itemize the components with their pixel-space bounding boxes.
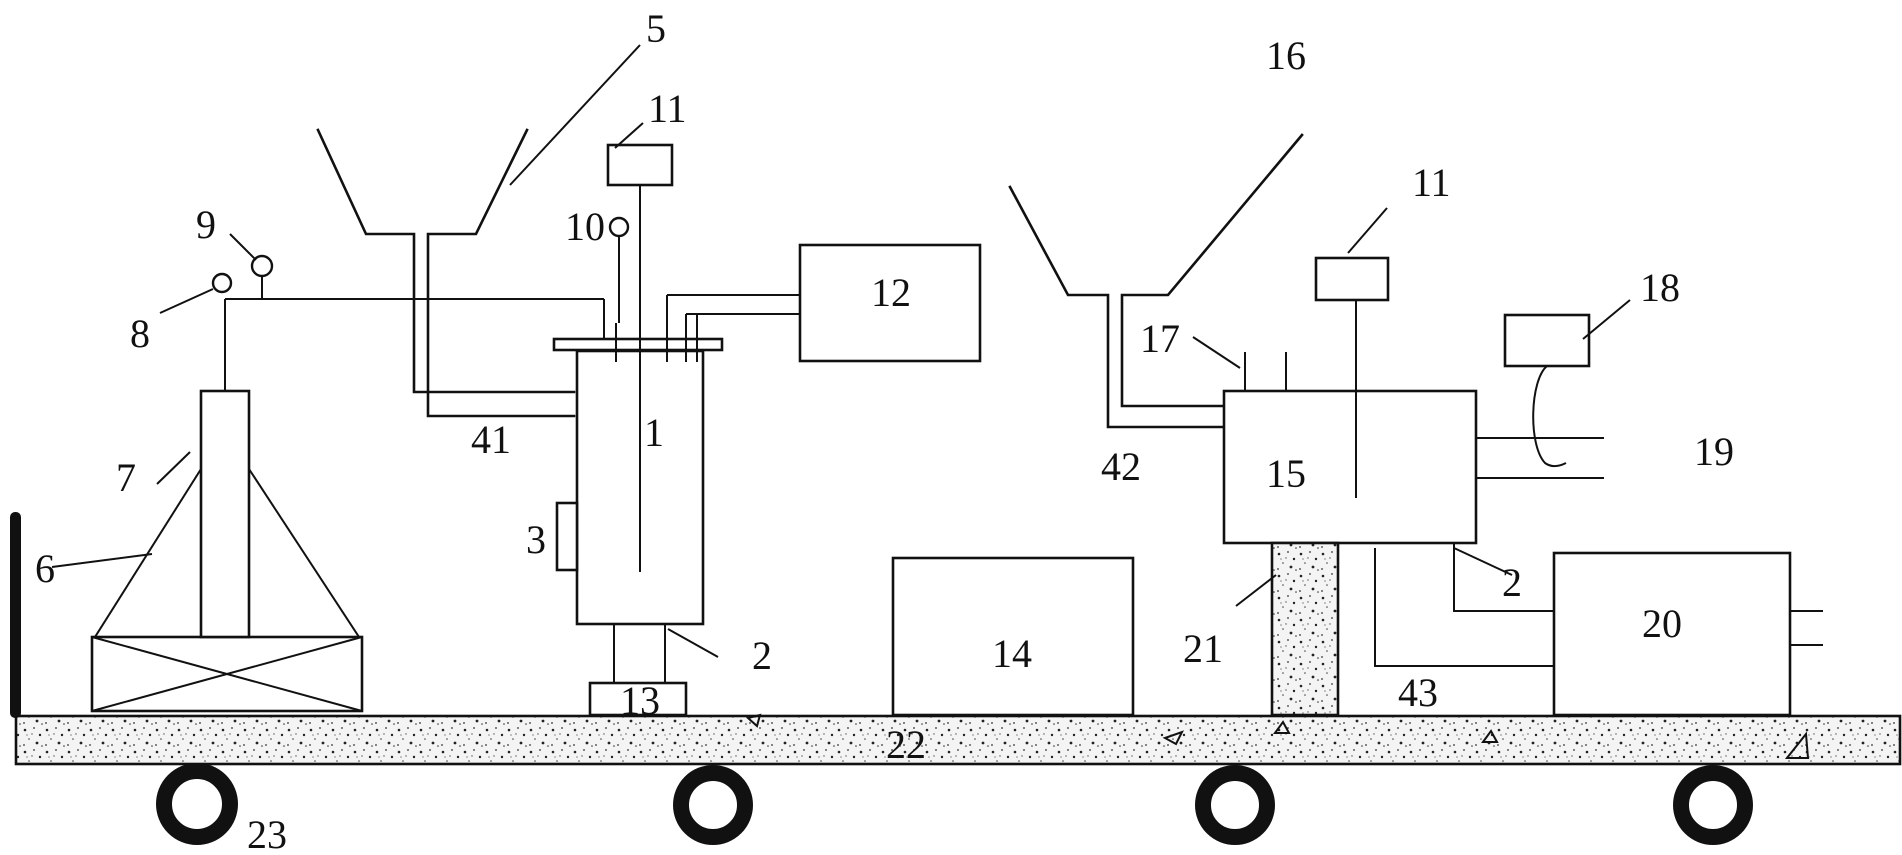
label-8: 8	[130, 311, 150, 356]
triangle-mark	[745, 713, 762, 728]
label-2a: 2	[752, 633, 772, 678]
wheels-23	[156, 763, 1753, 845]
label-20: 20	[1642, 601, 1682, 646]
cable-18	[1532, 365, 1567, 467]
label-9: 9	[196, 202, 216, 247]
unit-15	[1222, 296, 1604, 545]
unit-20	[1552, 551, 1823, 717]
label-43: 43	[1398, 670, 1438, 715]
wheel	[156, 763, 238, 845]
label-19: 19	[1694, 429, 1734, 474]
label-21: 21	[1183, 626, 1223, 671]
hopper-16	[1008, 133, 1304, 429]
gauge-10-icon	[608, 216, 630, 238]
wheel	[1195, 765, 1275, 845]
label-11a: 11	[648, 86, 687, 131]
labels: 5 16 11 11 10 9 8 7 6 41 1 3 2 13 22 23 …	[35, 6, 1734, 855]
column-21	[1270, 541, 1340, 717]
reactor-vessel-1	[552, 153, 724, 717]
label-12: 12	[871, 270, 911, 315]
label-18: 18	[1640, 265, 1680, 310]
label-17: 17	[1140, 316, 1180, 361]
label-6: 6	[35, 546, 55, 591]
pipes-to-20	[1374, 543, 1554, 667]
unit-18	[1503, 313, 1591, 368]
label-15: 15	[1266, 451, 1306, 496]
tower-7	[90, 389, 364, 713]
label-1: 1	[644, 410, 664, 455]
label-2b: 2	[1502, 560, 1522, 605]
label-7: 7	[116, 455, 136, 500]
wheel	[1673, 765, 1753, 845]
label-22: 22	[886, 722, 926, 767]
motor-11b	[1314, 256, 1390, 302]
unit-12	[798, 243, 982, 363]
valve-8-icon	[211, 272, 233, 294]
hopper-5	[316, 128, 576, 418]
valve-9-icon	[250, 254, 274, 278]
triangle-mark	[1784, 731, 1810, 759]
label-42: 42	[1101, 444, 1141, 489]
label-41: 41	[471, 417, 511, 462]
leader-lines	[51, 44, 1631, 658]
label-5: 5	[646, 6, 666, 51]
triangle-mark	[1481, 729, 1499, 743]
label-3: 3	[526, 517, 546, 562]
unit-14	[891, 556, 1135, 717]
pipes-to-12	[667, 294, 800, 315]
triangle-mark	[1273, 720, 1291, 734]
platform-22	[14, 713, 1902, 766]
label-14: 14	[992, 631, 1032, 676]
motor-11a	[606, 143, 674, 187]
label-10: 10	[565, 204, 605, 249]
label-11b: 11	[1412, 160, 1451, 205]
triangle-mark	[1162, 730, 1185, 746]
label-23: 23	[247, 812, 287, 855]
wheel	[673, 765, 753, 845]
label-16: 16	[1266, 33, 1306, 78]
pole-6	[10, 512, 21, 718]
label-13: 13	[620, 678, 660, 723]
